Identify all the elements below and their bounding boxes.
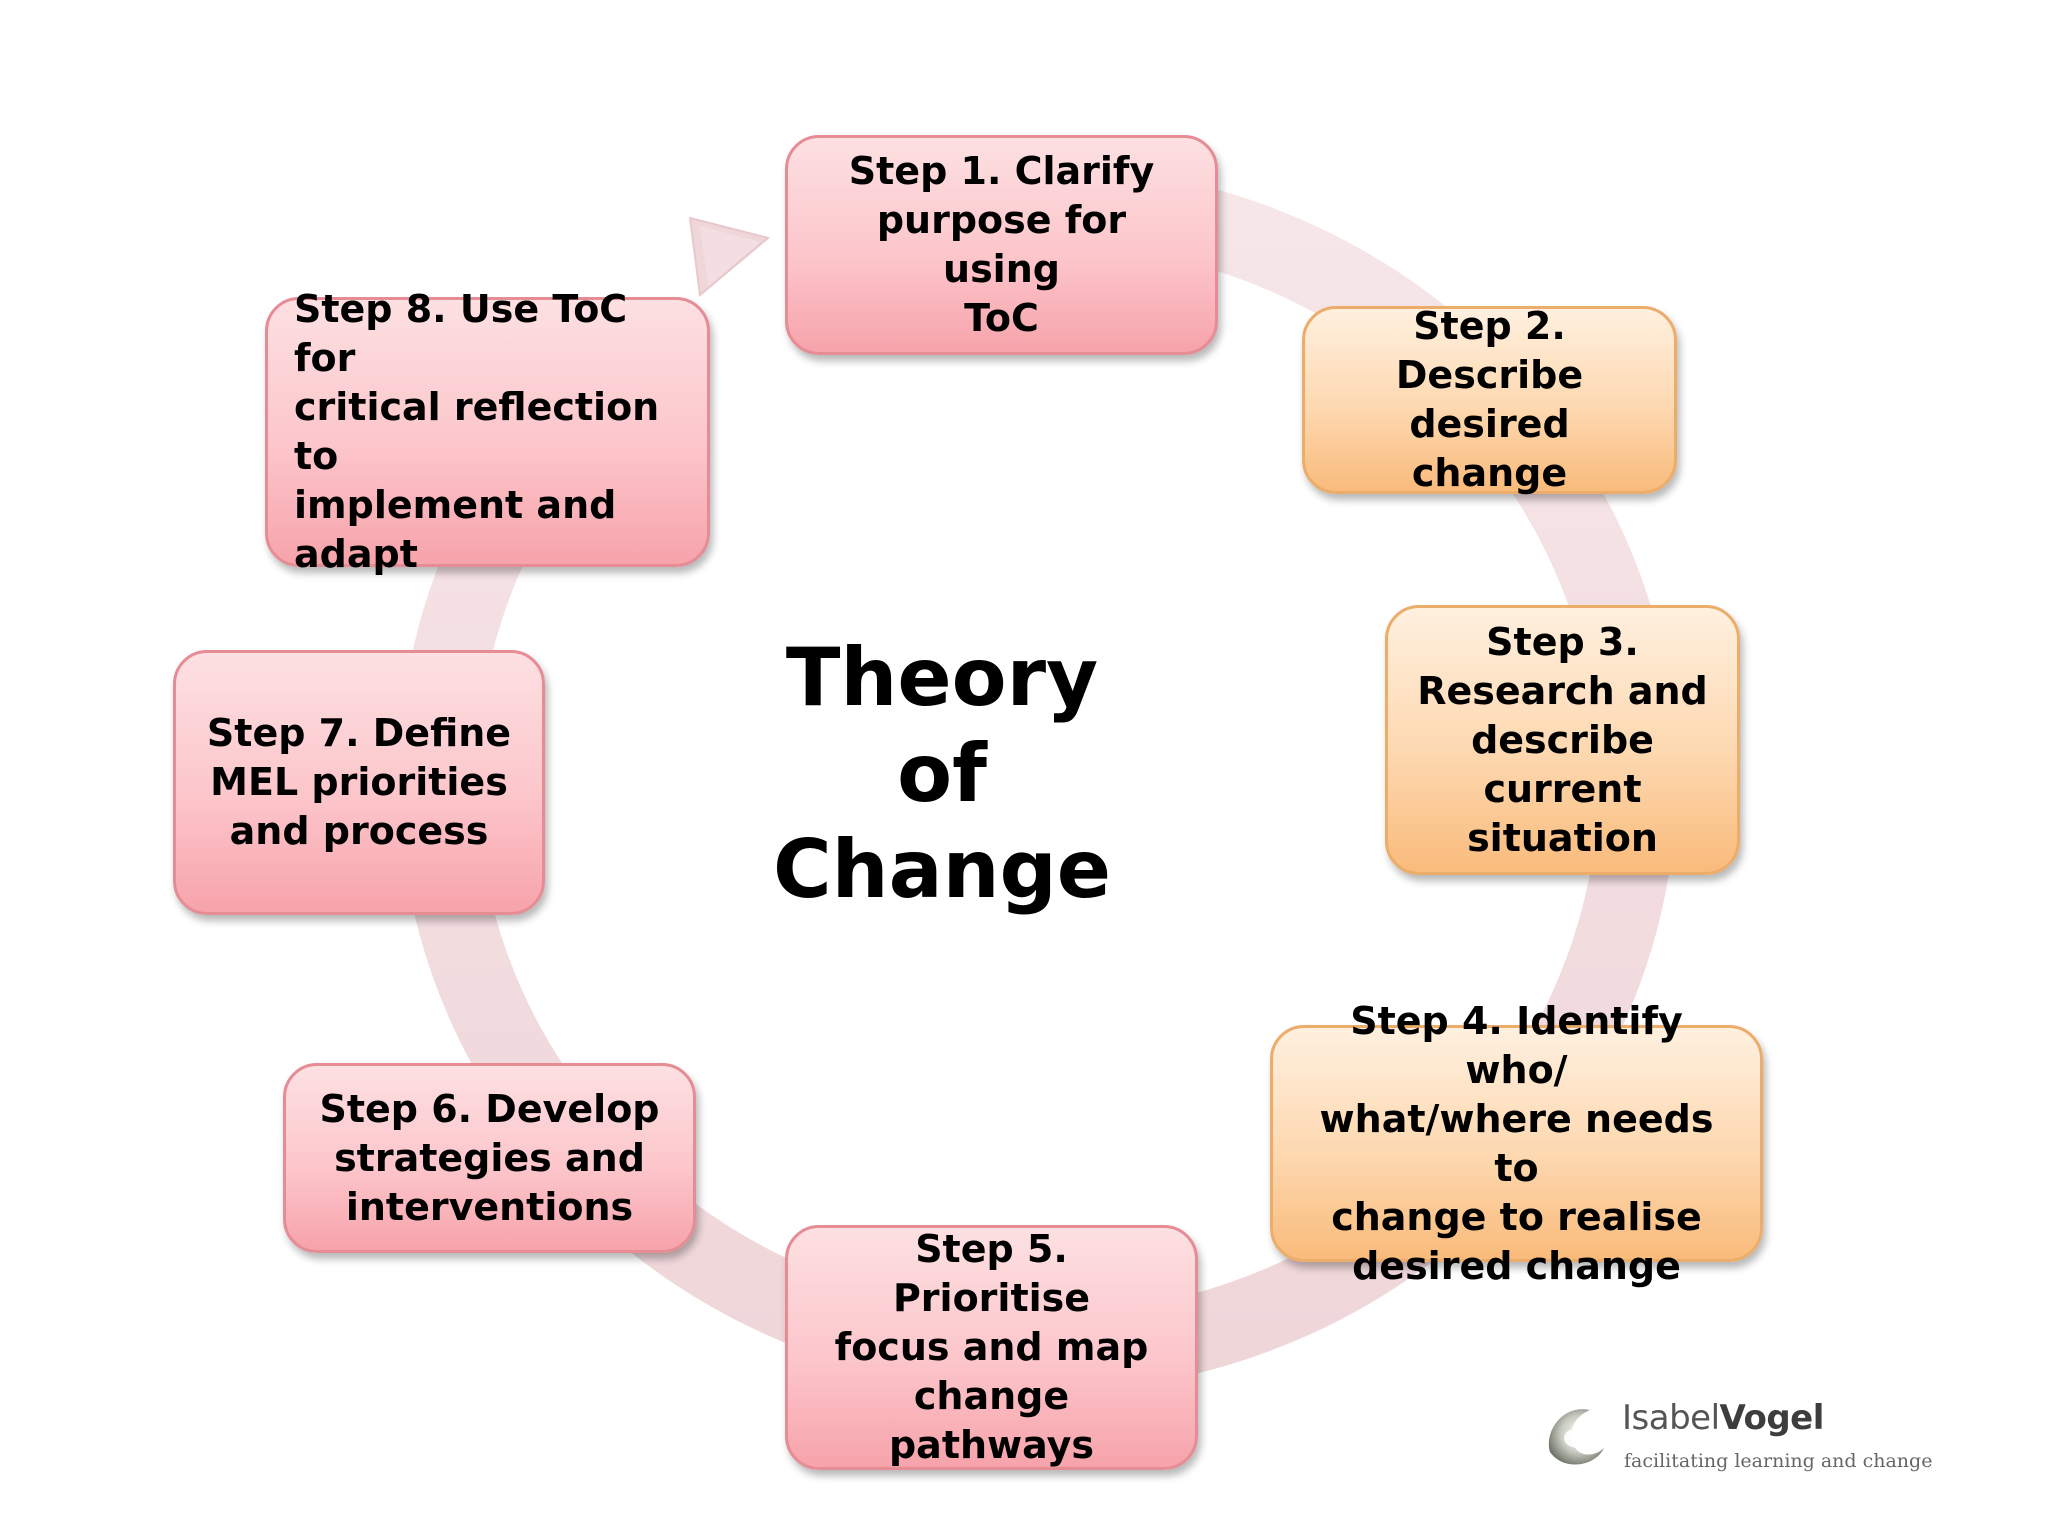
step-6-text: Step 6. Develop strategies and intervent… bbox=[319, 1086, 660, 1229]
step-3-box: Step 3. Research and describe current si… bbox=[1385, 605, 1740, 875]
brand-logo: IsabelVogel facilitating learning and ch… bbox=[1530, 1390, 1980, 1490]
step-7-box: Step 7. Define MEL priorities and proces… bbox=[173, 650, 545, 915]
step-6-box: Step 6. Develop strategies and intervent… bbox=[283, 1063, 696, 1253]
step-8-text: Step 8. Use ToC for critical reflection … bbox=[294, 287, 660, 576]
title-line-2: of bbox=[897, 727, 987, 820]
step-5-text: Step 5. Prioritise focus and map change … bbox=[834, 1227, 1149, 1467]
step-2-text: Step 2. Describe desired change bbox=[1395, 304, 1584, 495]
diagram-title: Theory of Change bbox=[742, 630, 1142, 918]
brand-tagline: facilitating learning and change bbox=[1624, 1450, 1933, 1472]
brand-name-light: Isabel bbox=[1622, 1398, 1720, 1438]
swirl-logo-icon bbox=[1548, 1409, 1604, 1465]
step-2-box: Step 2. Describe desired change bbox=[1302, 304, 1677, 495]
title-line-1: Theory bbox=[785, 631, 1099, 724]
step-4-text: Step 4. Identify who/ what/where needs t… bbox=[1319, 998, 1714, 1288]
step-4-box: Step 4. Identify who/ what/where needs t… bbox=[1270, 999, 1763, 1288]
brand-name: IsabelVogel bbox=[1622, 1398, 1824, 1438]
step-7-text: Step 7. Define MEL priorities and proces… bbox=[206, 711, 512, 853]
step-8-box: Step 8. Use ToC for critical reflection … bbox=[265, 287, 710, 576]
step-1-box: Step 1. Clarify purpose for using ToC bbox=[785, 135, 1218, 355]
brand-name-bold: Vogel bbox=[1719, 1398, 1825, 1438]
step-3-text: Step 3. Research and describe current si… bbox=[1417, 619, 1708, 860]
step-1-text: Step 1. Clarify purpose for using ToC bbox=[848, 149, 1155, 340]
step-5-box: Step 5. Prioritise focus and map change … bbox=[785, 1225, 1198, 1470]
ring-arrowhead-fill bbox=[700, 226, 760, 286]
title-line-3: Change bbox=[772, 823, 1112, 916]
